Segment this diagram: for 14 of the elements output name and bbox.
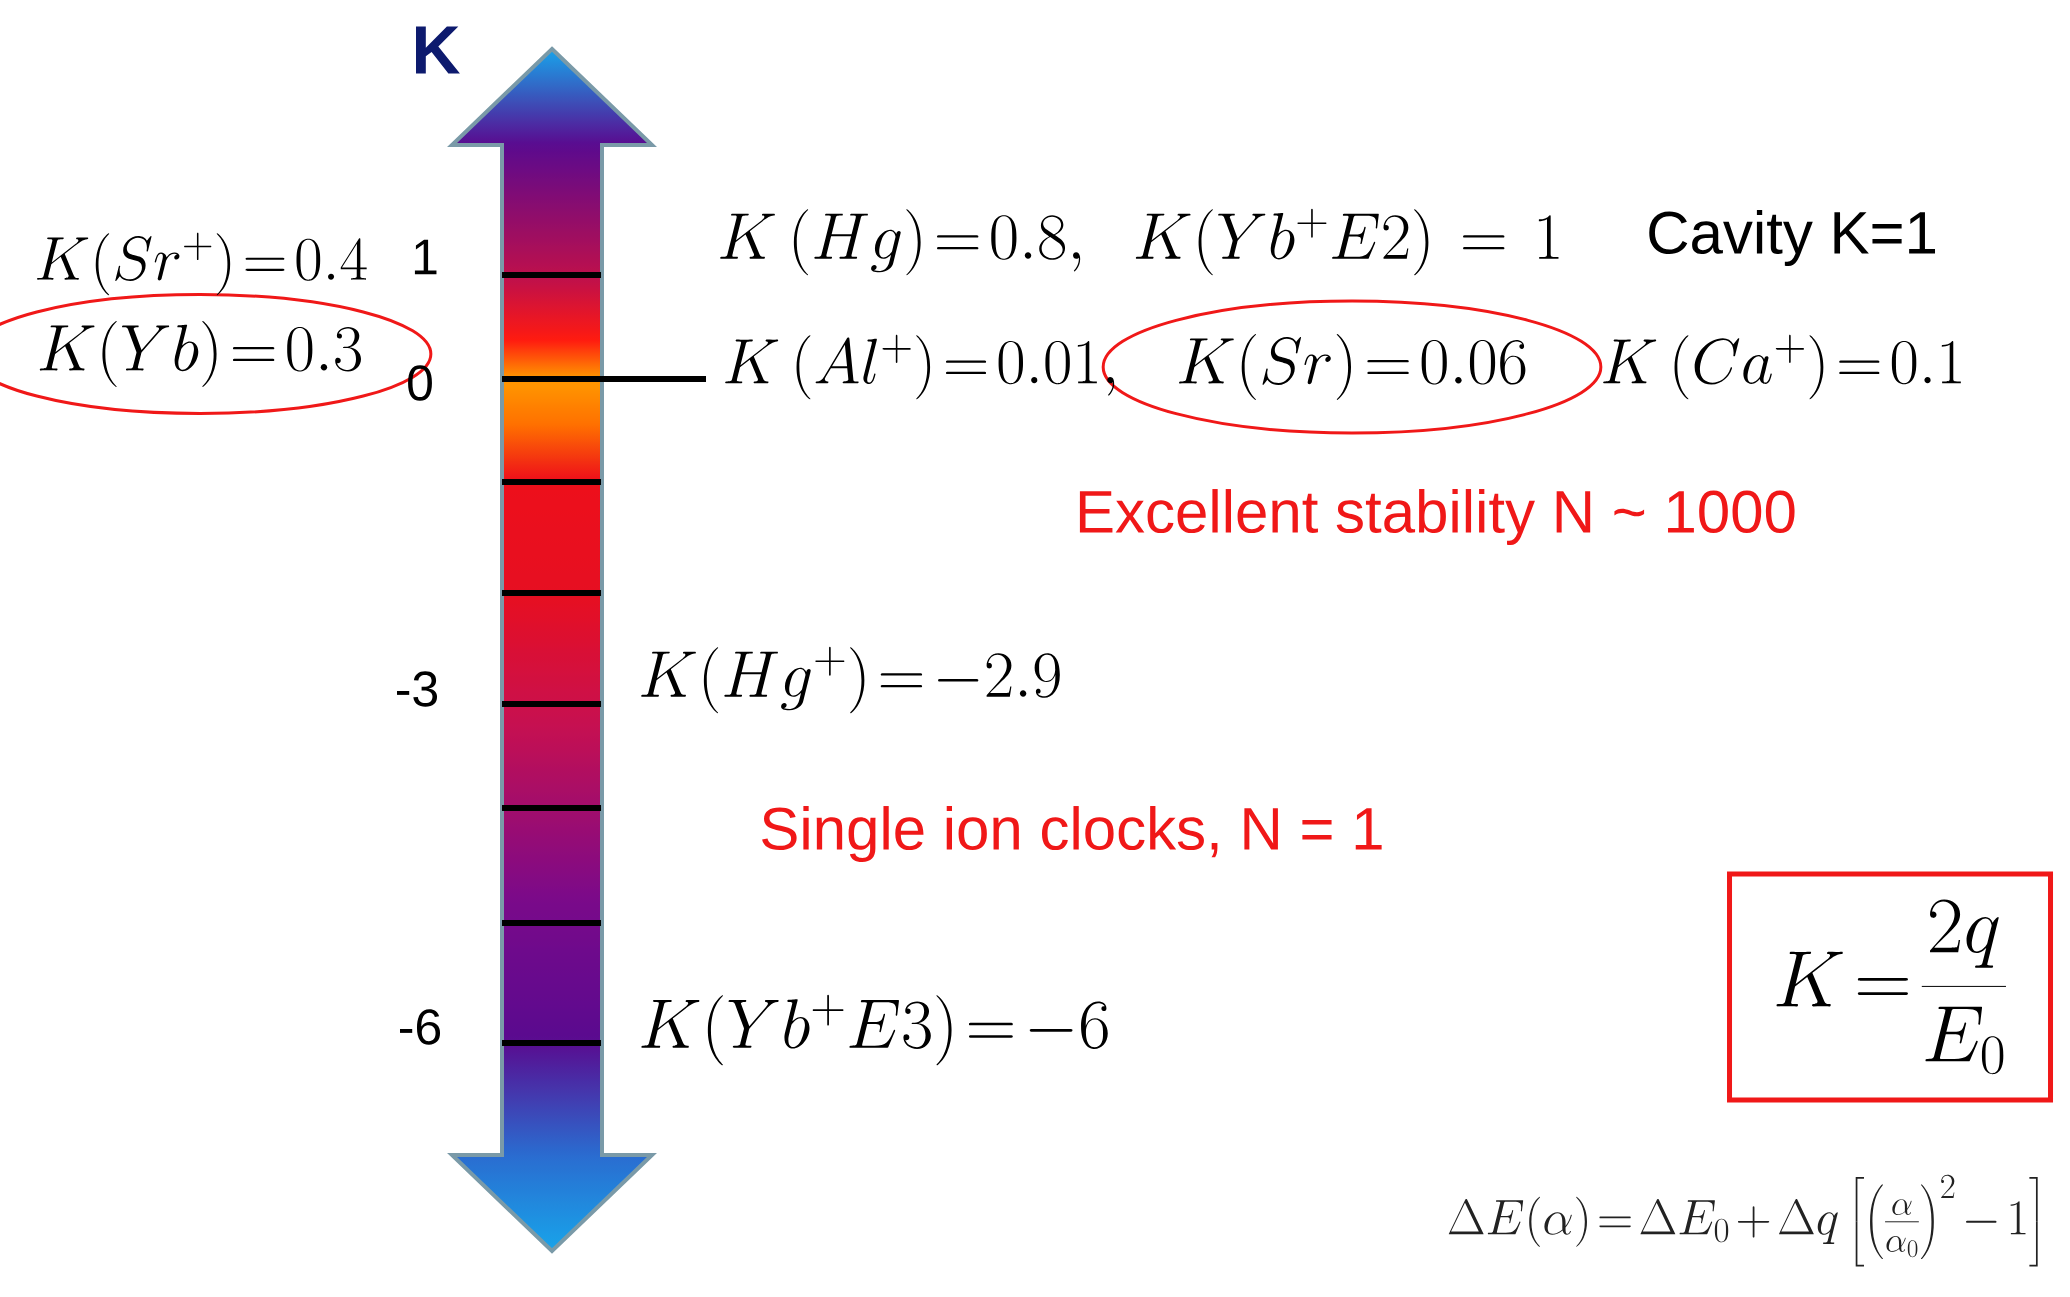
axis-title: K (416, 26, 460, 74)
formula: $\Delta E(\alpha)=\Delta E_0+\Delta q\left[\left(\frac{\alpha}{\alpha_0}\right)^2-1\right]$ (1448, 1174, 2038, 1267)
tick-label: -6 (400, 1009, 441, 1045)
note-text: Excellent stability N ~ 1000 (1079, 489, 1795, 545)
formula: $K(Hg^{+})=-2.9$ (641, 646, 1060, 714)
formula: $K(Sr^{+})=0.4$ (36, 232, 367, 296)
note-text: Cavity K=1 (1649, 210, 1935, 266)
formula: $K\left(Hg\right)=0.8,\ \ K(Yb^{+}E2)\ =\ 1$ (720, 208, 1559, 276)
formula: $K(Yb^{+}E3)=-6$ (641, 994, 1108, 1066)
note-text: Single ion clocks, N = 1 (762, 806, 1382, 862)
tick-label: 1 (414, 239, 437, 275)
formula-box: $K=\frac{2q}{E_0}$ (1727, 871, 2053, 1103)
tick-label: 0 (408, 365, 432, 401)
tick-label: -3 (397, 671, 438, 707)
